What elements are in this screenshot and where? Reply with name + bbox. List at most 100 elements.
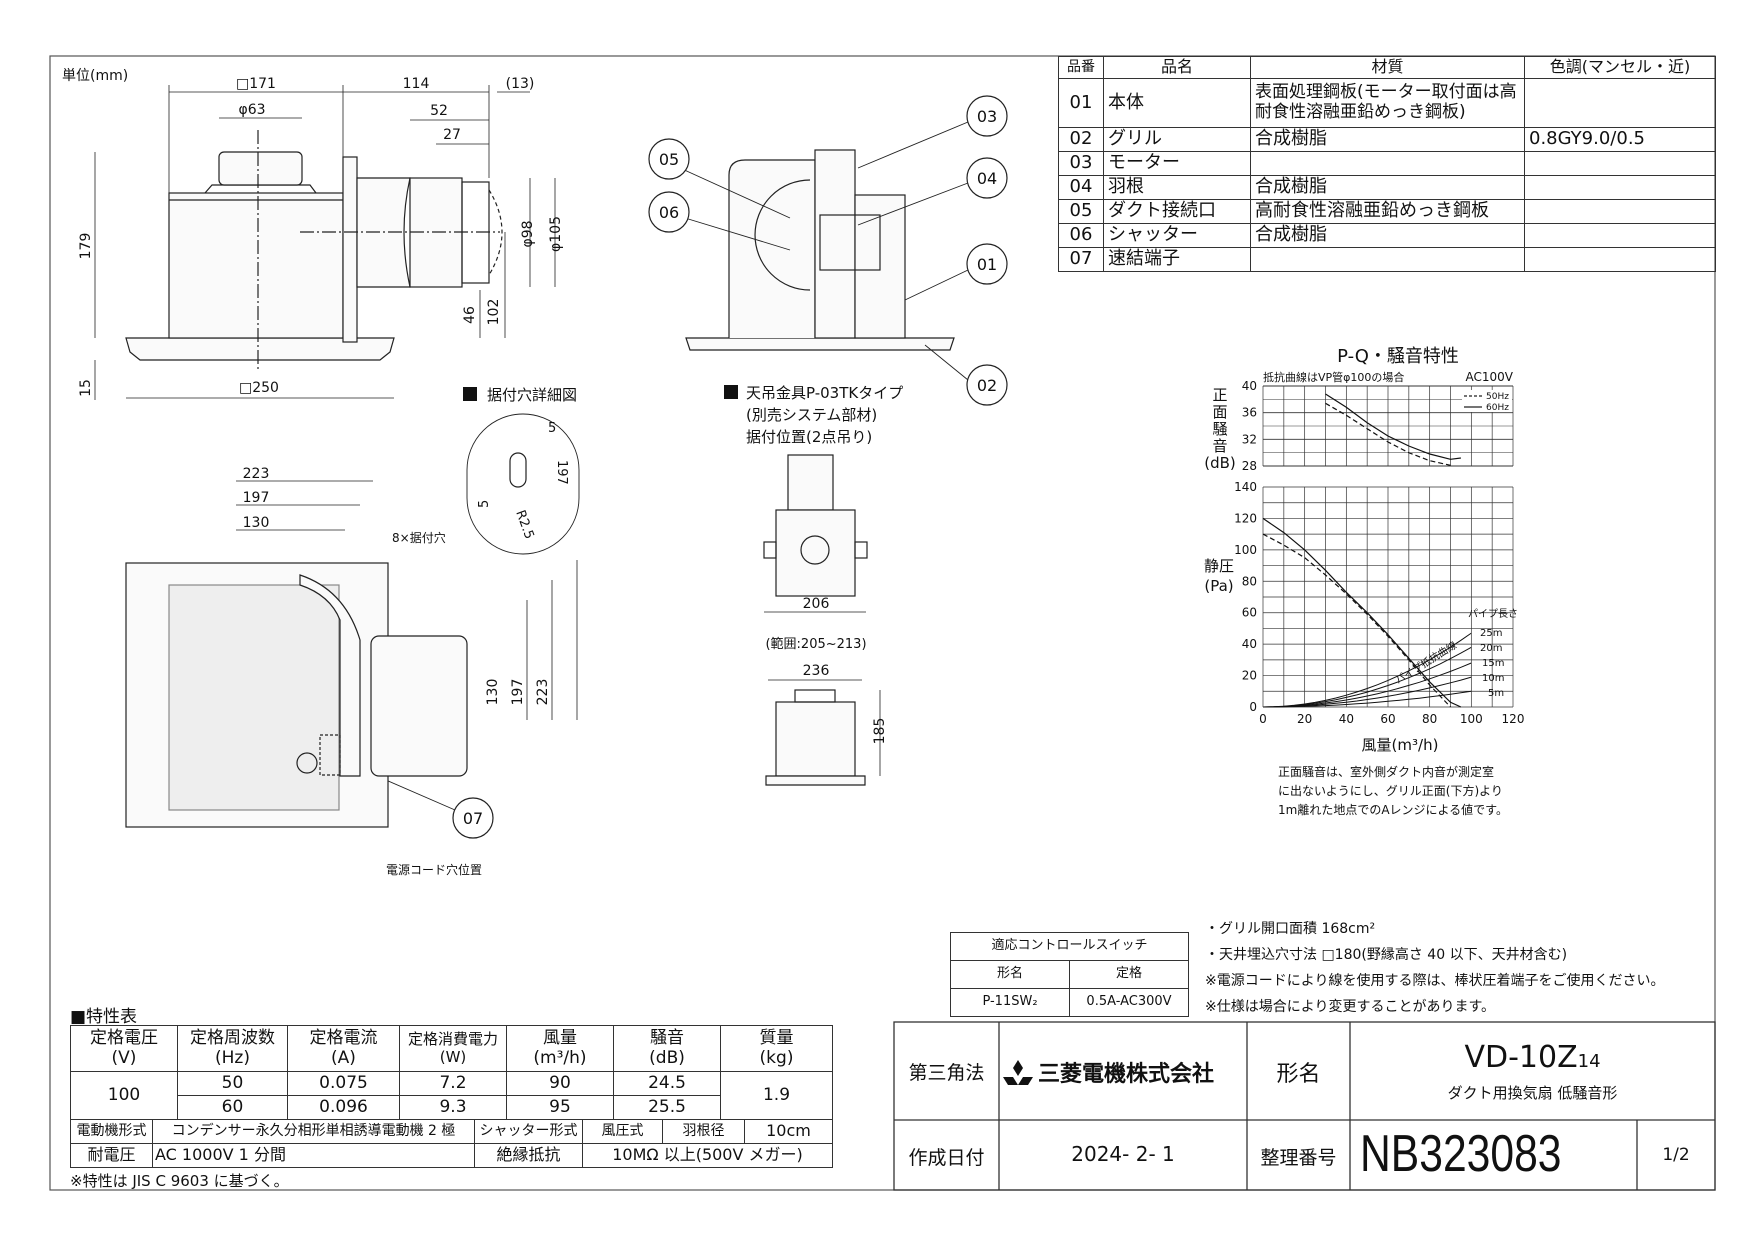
cell: 95 xyxy=(506,1095,614,1120)
cell: 表面処理鋼板(モーター取付面は高耐食性溶融亜鉛めっき鋼板) xyxy=(1250,78,1525,128)
noise-ylabel-char: 面 xyxy=(1212,403,1227,421)
table-row: 60 0.096 9.3 95 25.5 xyxy=(71,1095,833,1120)
dim-label: 206 xyxy=(803,596,830,612)
cell xyxy=(1524,199,1716,224)
cell: 速結端子 xyxy=(1103,247,1251,272)
mass: 1.9 xyxy=(720,1071,833,1120)
cell: 本体 xyxy=(1103,78,1251,128)
header-flow: 風量(m³/h) xyxy=(506,1025,614,1072)
insulation-label: 絶縁抵抗 xyxy=(474,1143,583,1168)
svg-text:02: 02 xyxy=(977,376,997,395)
pressure-y-tick: 60 xyxy=(1242,606,1257,620)
cell: 50 xyxy=(177,1071,288,1096)
dim-label: 130 xyxy=(485,679,501,706)
hole-detail: 据付穴詳細図 5 5 197 R2.5 xyxy=(463,386,580,555)
cell: 01 xyxy=(1058,78,1104,128)
x-tick: 80 xyxy=(1422,712,1437,726)
mitsubishi-logo-icon xyxy=(1003,1060,1033,1085)
page-number: 1/2 xyxy=(1662,1145,1690,1165)
svg-text:(別売システム部材): (別売システム部材) xyxy=(746,406,877,424)
cell: 07 xyxy=(1058,247,1104,272)
cell: 0.096 xyxy=(287,1095,400,1120)
note: ※仕様は場合により変更することがあります。 xyxy=(1205,999,1496,1015)
dim-label: 185 xyxy=(872,718,888,745)
motor-label: 電動機形式 xyxy=(70,1119,153,1144)
dim-label: 130 xyxy=(243,515,270,531)
withstand-label: 耐電圧 xyxy=(70,1143,153,1168)
dim-label: 197 xyxy=(510,679,526,706)
cell: 04 xyxy=(1058,175,1104,200)
projection-method: 第三角法 xyxy=(908,1062,985,1084)
table-row: 100 50 0.075 7.2 90 24.5 1.9 xyxy=(70,1071,833,1120)
bottom-view: 223 197 130 130 197 223 8×据付穴 電源コード穴位置 xyxy=(125,466,578,877)
note: ・グリル開口面積 168cm² xyxy=(1205,921,1376,937)
callout-05: 05 xyxy=(648,138,690,180)
cell: 60 xyxy=(177,1095,288,1120)
pressure-y-tick: 0 xyxy=(1249,700,1257,714)
legend-60hz: 60Hz xyxy=(1486,403,1509,413)
model-base: VD-10Z xyxy=(1464,1040,1578,1075)
product-description: ダクト用換気扇 低騒音形 xyxy=(1447,1084,1618,1102)
cell: 90 xyxy=(506,1071,614,1096)
cell: 24.5 xyxy=(613,1071,721,1096)
spec-table: 定格電圧(V) 定格周波数(Hz) 定格電流(A) 定格消費電力(W) 風量(m… xyxy=(70,1025,833,1120)
cell: 06 xyxy=(1058,223,1104,248)
pq-noise-chart: P-Q・騒音特性 抵抗曲線はVP管φ100の場合 AC100V 40363228… xyxy=(1204,346,1524,817)
dim-label: 223 xyxy=(535,679,551,706)
switch-model: P-11SW₂ xyxy=(950,988,1070,1017)
chart-note: 正面騒音は、室外側ダクト内音が測定室 xyxy=(1278,764,1494,779)
dim-label: 223 xyxy=(243,466,270,482)
legend: 50Hz 60Hz xyxy=(1462,390,1512,413)
pipe-length-label: パイプ長さ xyxy=(1468,608,1518,620)
header-model: 形名 xyxy=(950,960,1070,989)
dim-label: 5 xyxy=(477,500,492,508)
reference-number: NB323083 xyxy=(1360,1125,1562,1183)
callout-06: 06 xyxy=(648,191,690,233)
cell: モーター xyxy=(1103,151,1251,176)
spec-table-title: ■特性表 xyxy=(70,1007,138,1027)
title-block-frame xyxy=(893,1021,1716,1191)
note: ・天井埋込穴寸法 □180(野縁高さ 40 以下、天井材含む) xyxy=(1205,947,1568,963)
company-name: 三菱電機株式会社 xyxy=(1038,1062,1215,1087)
pressure-y-tick: 20 xyxy=(1242,669,1257,683)
header-mass: 質量(kg) xyxy=(720,1025,833,1072)
header-color: 色調(マンセル・近) xyxy=(1524,56,1716,79)
cell xyxy=(1524,247,1716,272)
svg-text:01: 01 xyxy=(977,255,997,274)
dim-label: 15 xyxy=(78,379,94,397)
cord-hole-label: 電源コード穴位置 xyxy=(386,862,482,877)
blade-label: 羽根径 xyxy=(662,1119,745,1144)
dim-label: φ63 xyxy=(238,102,265,118)
chart-note: 1m離れた地点でのAレンジによる値です。 xyxy=(1278,802,1508,817)
hole-label: 8×据付穴 xyxy=(392,530,446,545)
dim-label: (範囲:205~213) xyxy=(765,637,866,652)
noise-ylabel-char: 騒 xyxy=(1212,420,1227,438)
dim-label: 46 xyxy=(462,306,478,324)
cell xyxy=(1524,223,1716,248)
blade-diameter: 10cm xyxy=(744,1119,833,1144)
pressure-y-tick: 40 xyxy=(1242,637,1257,651)
pressure-ylabel: 静圧(Pa) xyxy=(1204,557,1235,595)
dim-label: □171 xyxy=(236,76,276,92)
cell: 合成樹脂 xyxy=(1250,223,1525,248)
date-label: 作成日付 xyxy=(908,1147,985,1169)
dim-label: 102 xyxy=(486,299,502,326)
pressure-y-tick: 80 xyxy=(1242,574,1257,588)
x-tick: 40 xyxy=(1339,712,1354,726)
cell xyxy=(1250,247,1525,272)
callout-01: 01 xyxy=(966,243,1008,285)
x-axis-label: 風量(m³/h) xyxy=(1362,736,1439,754)
noise-line-60Hz xyxy=(1325,393,1461,460)
svg-text:03: 03 xyxy=(977,107,997,126)
cell: シャッター xyxy=(1103,223,1251,248)
svg-text:据付位置(2点吊り): 据付位置(2点吊り) xyxy=(746,428,872,446)
noise-y-tick: 40 xyxy=(1242,379,1257,393)
svg-text:06: 06 xyxy=(659,203,679,222)
cell: 0.8GY9.0/0.5 xyxy=(1524,127,1716,152)
pressure-line-50Hz xyxy=(1262,533,1451,708)
dim-label: 114 xyxy=(403,76,430,92)
svg-text:天吊金具P-03TKタイプ: 天吊金具P-03TKタイプ xyxy=(746,384,903,402)
